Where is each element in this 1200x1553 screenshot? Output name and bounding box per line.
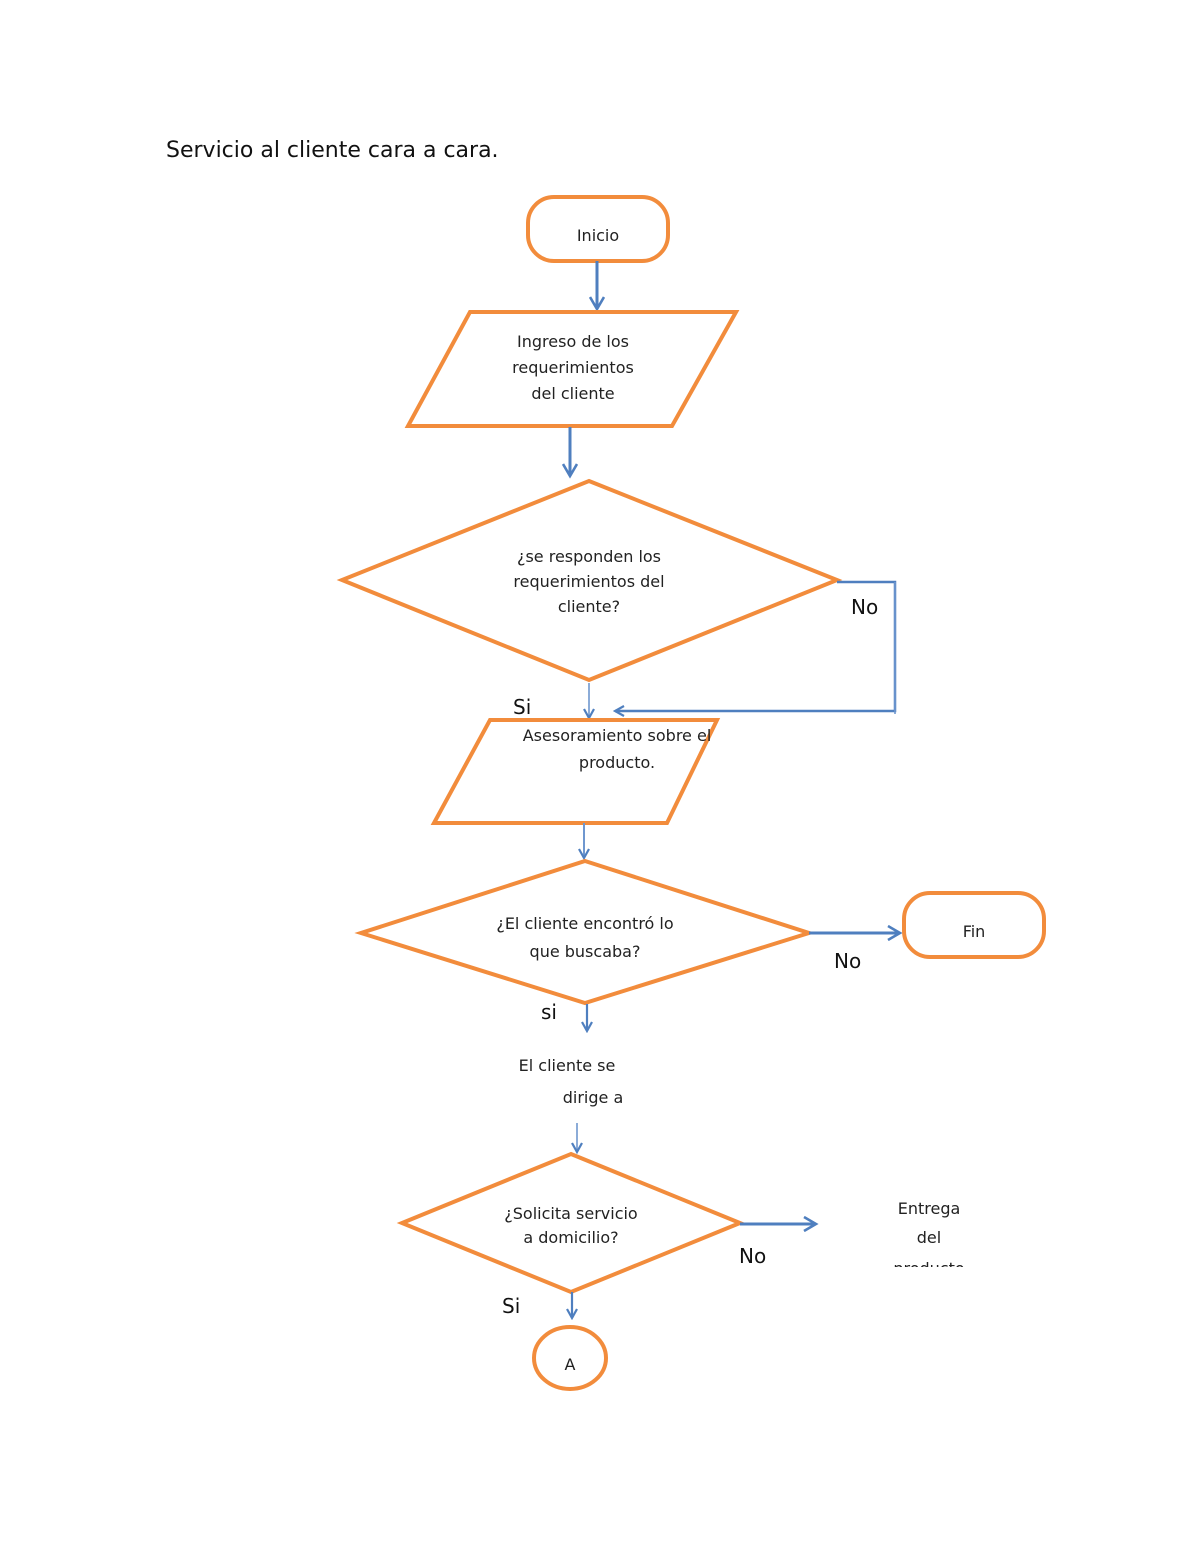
page-title: Servicio al cliente cara a cara. — [166, 138, 499, 163]
process-advice-line-1: Asesoramiento sobre el — [523, 726, 712, 745]
decision1-no-label: No — [851, 595, 878, 619]
decision3-line-1: ¿Solicita servicio — [504, 1204, 637, 1223]
delivery-line-2: del — [917, 1228, 941, 1247]
decision-client-found: ¿El cliente encontró lo que buscaba? — [354, 858, 816, 1006]
decision1-shape — [336, 478, 843, 683]
decision2-line-1: ¿El cliente encontró lo — [496, 914, 673, 933]
decision3-shape — [396, 1151, 746, 1295]
end-label: Fin — [963, 922, 986, 941]
offpage-connector-a: A — [532, 1325, 608, 1391]
input-requirements-line-3: del cliente — [531, 384, 614, 403]
delivery-line-3: producto — [893, 1259, 964, 1278]
decision-home-service: ¿Solicita servicio a domicilio? — [396, 1151, 746, 1295]
input-requirements-shape — [404, 310, 740, 428]
connector-a-label: A — [565, 1355, 576, 1374]
process-advice: Asesoramiento sobre el producto. — [430, 718, 721, 825]
decision3-no-label: No — [739, 1244, 766, 1268]
decision2-shape — [354, 858, 816, 1006]
step-client-goes-line-2: dirige a — [563, 1088, 624, 1107]
input-requirements-line-1: Ingreso de los — [517, 332, 629, 351]
connector-a-shape — [532, 1325, 608, 1391]
start-label: Inicio — [577, 226, 619, 245]
process-advice-shape — [430, 718, 721, 825]
decision1-si-label: Si — [513, 695, 531, 719]
input-requirements-line-2: requerimientos — [512, 358, 634, 377]
decision3-si-label: Si — [502, 1294, 520, 1318]
decision1-line-1: ¿se responden los — [517, 547, 661, 566]
decision-requirements-answered: ¿se responden los requerimientos del cli… — [336, 478, 843, 683]
decision2-no-label: No — [834, 949, 861, 973]
delivery-step: Entrega del producto — [893, 1199, 964, 1278]
decision3-line-2: a domicilio? — [523, 1228, 618, 1247]
end-terminator: Fin — [902, 891, 1046, 959]
decision2-line-2: que buscaba? — [530, 942, 641, 961]
delivery-line-1: Entrega — [898, 1199, 961, 1218]
decision2-si-label: si — [541, 1000, 557, 1024]
end-shape — [902, 891, 1046, 959]
decision1-line-3: cliente? — [558, 597, 620, 616]
start-terminator: Inicio — [526, 195, 670, 263]
step-client-goes-line-1: El cliente se — [519, 1056, 616, 1075]
decision1-line-2: requerimientos del — [513, 572, 664, 591]
process-advice-line-2: producto. — [579, 753, 655, 772]
step-client-goes: El cliente se dirige a — [519, 1056, 624, 1107]
input-requirements: Ingreso de los requerimientos del client… — [404, 310, 740, 428]
